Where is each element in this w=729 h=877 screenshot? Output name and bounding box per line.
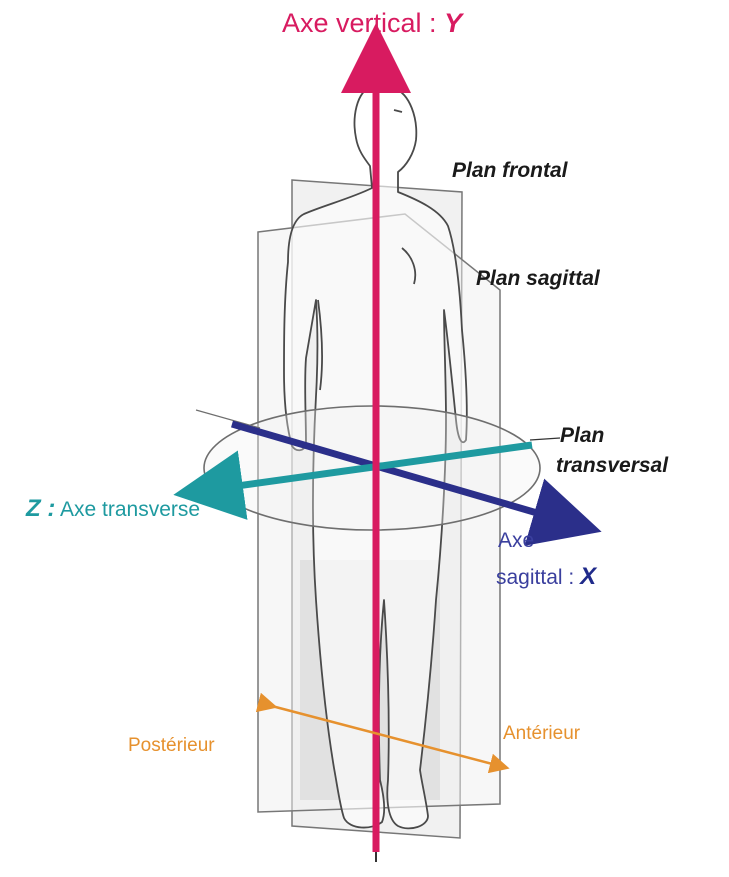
anterior-label: Antérieur	[503, 724, 580, 743]
transversal-plane-label-line2: transversal	[556, 455, 668, 476]
frontal-plane-label: Plan frontal	[452, 160, 568, 181]
sagittal-plane-label: Plan sagittal	[476, 268, 600, 289]
sagittal-axis-label-line2: sagittal : X	[496, 565, 596, 589]
transversal-plane-label-line1: Plan	[560, 425, 604, 446]
transverse-axis-text: Axe transverse	[60, 498, 200, 521]
transverse-axis-label: Z : Axe transverse	[26, 497, 200, 521]
posterior-label: Postérieur	[128, 736, 215, 755]
vertical-axis-symbol: Y	[444, 8, 462, 38]
transversal-plane-leader	[530, 438, 560, 440]
transversal-plane-edge	[196, 410, 260, 428]
sagittal-axis-text: sagittal :	[496, 566, 574, 589]
vertical-axis-label: Axe vertical : Y	[282, 10, 462, 37]
vertical-axis-text: Axe vertical :	[282, 8, 437, 38]
sagittal-axis-symbol: X	[580, 563, 596, 590]
transverse-axis-symbol: Z :	[26, 495, 55, 522]
sagittal-axis-label-line1: Axe	[498, 530, 534, 551]
